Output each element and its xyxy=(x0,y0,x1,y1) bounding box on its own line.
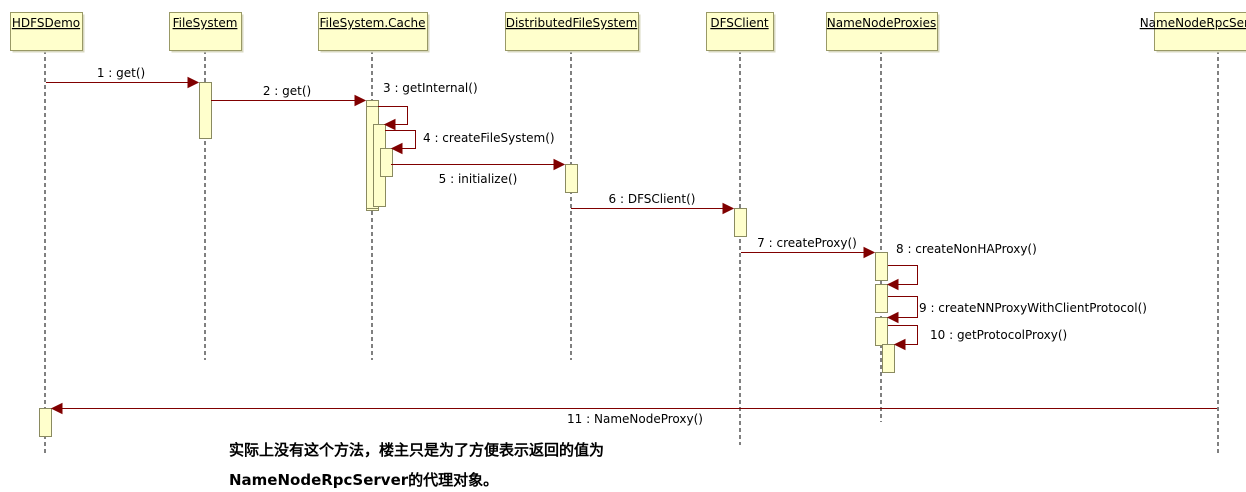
activation-bar-namenodeproxies xyxy=(875,317,888,346)
participant-box xyxy=(826,12,938,51)
participant-name: DistributedFileSystem xyxy=(506,16,638,30)
message-arrowhead xyxy=(187,76,200,89)
participant-filesystem-cache: FileSystem.Cache xyxy=(318,12,430,53)
message-4: 4 : createFileSystem() xyxy=(385,130,555,155)
participant-hdfsdemo: HDFSDemo xyxy=(10,12,85,53)
message-arrowhead xyxy=(383,118,396,131)
message-line xyxy=(888,325,918,345)
message-line xyxy=(378,106,408,125)
message-1: 1 : get() xyxy=(46,66,200,89)
message-2: 2 : get() xyxy=(211,84,367,107)
message-label: 7 : createProxy() xyxy=(757,236,857,250)
activation-bar-hdfsdemo xyxy=(39,408,52,437)
message-label: 11 : NameNodeProxy() xyxy=(567,412,703,426)
participant-box xyxy=(318,12,428,51)
message-arrowhead xyxy=(390,142,403,155)
participant-distributedfilesystem: DistributedFileSystem xyxy=(505,12,641,53)
message-3: 3 : getInternal() xyxy=(378,81,478,131)
message-arrowhead xyxy=(863,246,876,259)
message-8: 8 : createNonHAProxy() xyxy=(886,242,1037,291)
activation-bar-namenodeproxies xyxy=(875,252,888,281)
message-9: 9 : createNNProxyWithClientProtocol() xyxy=(886,296,1147,324)
message-line xyxy=(888,265,918,285)
message-label: 6 : DFSClient() xyxy=(609,192,696,206)
message-label: 5 : initialize() xyxy=(439,172,518,186)
annotation-note-line-1: 实际上没有这个方法，楼主只是为了方便表示返回的值为 xyxy=(229,441,605,459)
message-arrowhead xyxy=(893,338,906,351)
message-label: 10 : getProtocolProxy() xyxy=(930,328,1067,342)
participant-name: NameNodeRpcServer xyxy=(1140,16,1246,30)
message-label: 9 : createNNProxyWithClientProtocol() xyxy=(919,301,1147,315)
participant-name: FileSystem xyxy=(173,16,238,30)
message-arrowhead xyxy=(722,202,735,215)
message-label: 8 : createNonHAProxy() xyxy=(896,242,1037,256)
message-label: 1 : get() xyxy=(97,66,145,80)
participant-box xyxy=(505,12,639,51)
activation-bar-namenodeproxies xyxy=(875,284,888,313)
participant-name: DFSClient xyxy=(710,16,769,30)
participant-namenodeproxies: NameNodeProxies xyxy=(826,12,940,53)
participant-box xyxy=(169,12,242,51)
message-arrowhead xyxy=(354,94,367,107)
message-6: 6 : DFSClient() xyxy=(571,192,735,215)
activation-bar-filesystem xyxy=(199,82,212,139)
message-label: 2 : get() xyxy=(263,84,311,98)
activation-bar-distributedfilesystem xyxy=(565,164,578,193)
message-arrowhead xyxy=(50,402,63,415)
message-11: 11 : NameNodeProxy() xyxy=(50,402,1217,426)
participant-name: FileSystem.Cache xyxy=(320,16,426,30)
participant-dfsclient: DFSClient xyxy=(706,12,776,53)
message-line xyxy=(385,130,416,149)
participant-box xyxy=(10,12,83,51)
message-arrowhead xyxy=(553,158,566,171)
participant-name: HDFSDemo xyxy=(12,16,80,30)
annotation-note-line-2: NameNodeRpcServer的代理对象。 xyxy=(229,471,499,489)
participant-name: NameNodeProxies xyxy=(827,16,936,30)
message-line xyxy=(888,296,918,318)
participant-filesystem: FileSystem xyxy=(169,12,244,53)
activation-bar-dfsclient xyxy=(734,208,747,237)
message-10: 10 : getProtocolProxy() xyxy=(888,325,1067,351)
message-label: 4 : createFileSystem() xyxy=(423,131,555,145)
participant-box xyxy=(1154,12,1246,51)
message-arrowhead xyxy=(886,311,899,324)
participant-box xyxy=(706,12,774,51)
message-5: 5 : initialize() xyxy=(391,158,566,186)
message-label: 3 : getInternal() xyxy=(383,81,478,95)
participant-namenoderpcserver: NameNodeRpcServer xyxy=(1140,12,1246,53)
activation-bar-namenodeproxies xyxy=(882,344,895,373)
message-arrowhead xyxy=(886,278,899,291)
message-7: 7 : createProxy() xyxy=(741,236,876,259)
activation-bar-filesystem-cache xyxy=(380,148,393,177)
